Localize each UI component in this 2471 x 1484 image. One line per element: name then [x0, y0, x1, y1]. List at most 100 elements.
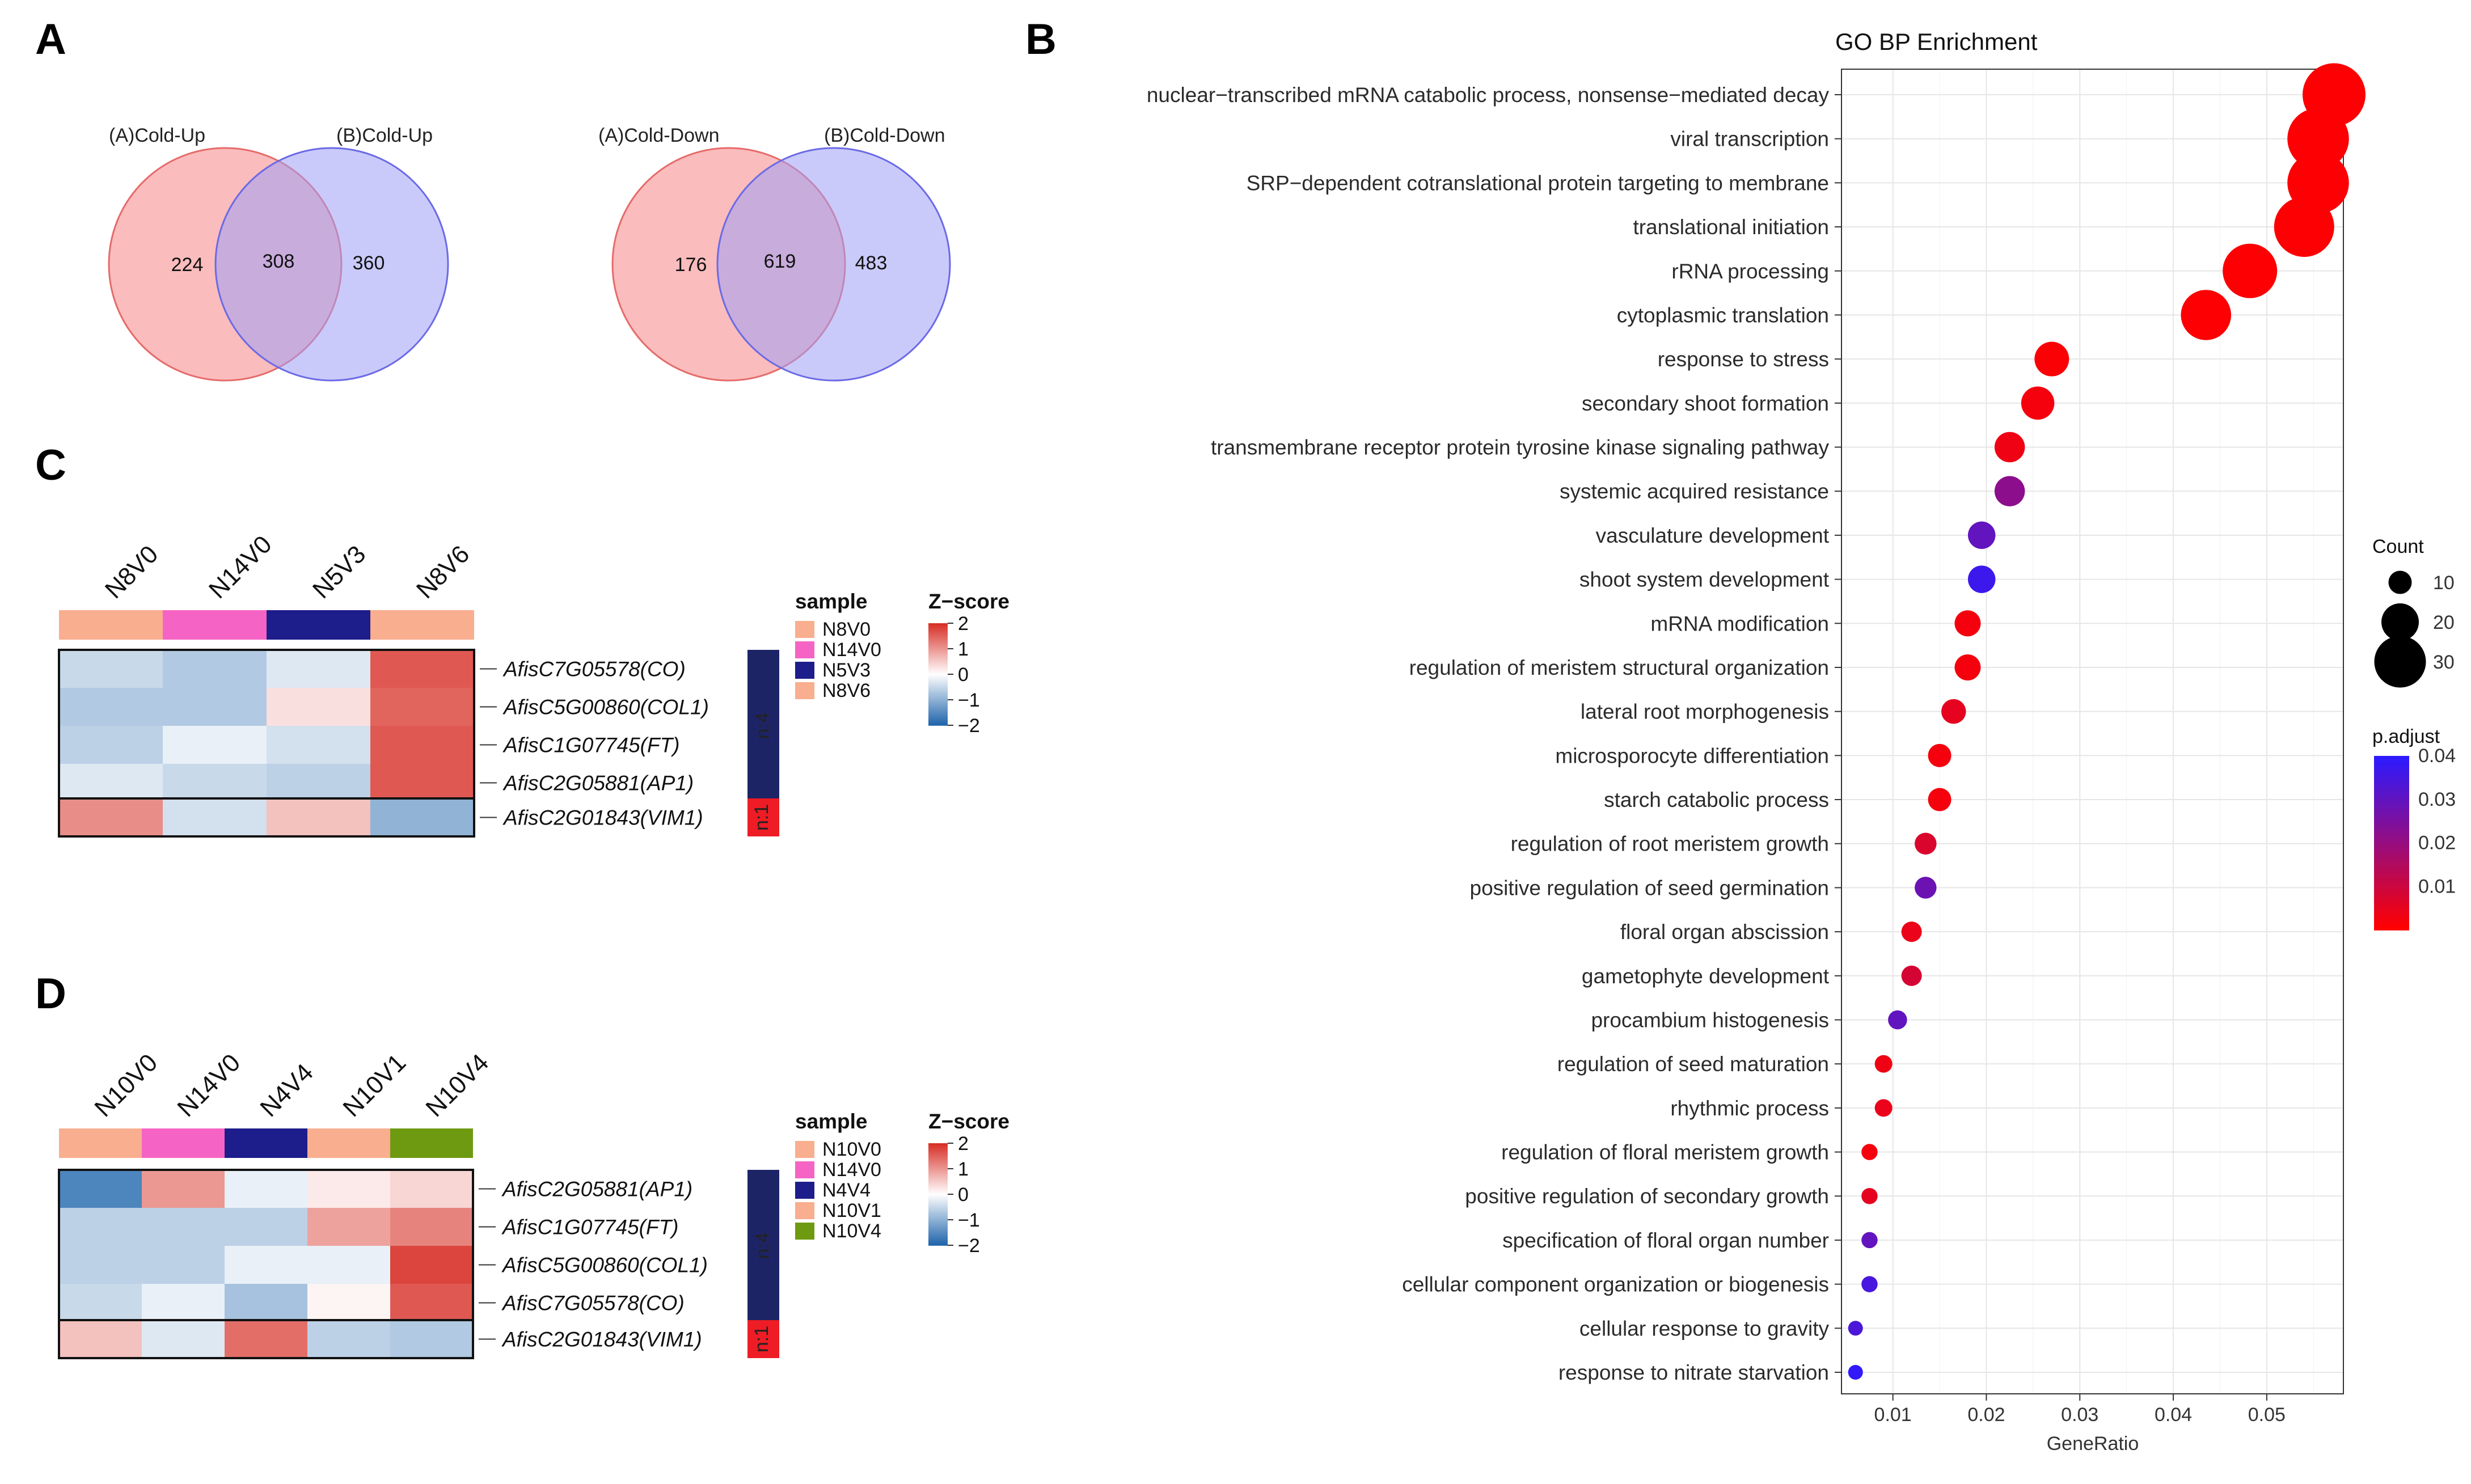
zscore-legend-step — [928, 671, 948, 673]
padjust-legend-step — [2374, 817, 2409, 821]
heatmap-cluster-label: n:4 — [752, 1232, 774, 1259]
heatmap-legend-swatch — [795, 1223, 814, 1240]
zscore-legend-step — [928, 1143, 948, 1145]
dotplot-point — [2287, 108, 2349, 170]
zscore-legend-title: Z−score — [928, 1110, 1009, 1133]
heatmap-legend-label: N14V0 — [822, 639, 881, 661]
padjust-legend-step — [2374, 892, 2409, 896]
zscore-legend-step — [928, 1172, 948, 1174]
padjust-legend-step — [2374, 872, 2409, 876]
zscore-legend-step — [928, 1238, 948, 1241]
zscore-legend-label: −2 — [958, 1235, 980, 1257]
padjust-legend-step — [2374, 814, 2409, 818]
dotplot-category-label: translational initiation — [1633, 215, 1829, 239]
dotplot-category-label: regulation of seed maturation — [1557, 1052, 1829, 1076]
zscore-legend-step — [928, 703, 948, 705]
heatmap-cluster-label: n:4 — [752, 712, 774, 739]
dotplot-xtick-label: 0.03 — [2061, 1404, 2098, 1426]
heatmap-legend-title: sample — [795, 1110, 868, 1133]
heatmap-cell — [390, 1170, 473, 1208]
zscore-legend-step — [928, 1150, 948, 1152]
zscore-legend-step — [928, 1191, 948, 1193]
venn-up-only-a: 224 — [171, 254, 204, 276]
padjust-legend-step — [2374, 900, 2409, 904]
zscore-legend-step — [928, 627, 948, 629]
heatmap-row-label: AfisC7G05578(CO) — [501, 1292, 685, 1315]
padjust-legend-step — [2374, 782, 2409, 785]
padjust-legend-step — [2374, 874, 2409, 878]
heatmap-legend-label: N8V0 — [822, 619, 871, 640]
zscore-legend-step — [928, 712, 948, 714]
zscore-legend-step — [928, 1160, 948, 1162]
heatmap-cell — [390, 1284, 473, 1322]
padjust-legend-step — [2374, 877, 2409, 881]
zscore-legend-step — [928, 688, 948, 690]
zscore-legend-label: 1 — [958, 639, 969, 660]
zscore-legend-step — [928, 690, 948, 692]
venn-up-label-a: (A)Cold-Up — [109, 125, 205, 146]
padjust-legend-step — [2374, 848, 2409, 852]
dotplot-point — [1874, 1099, 1893, 1117]
zscore-legend-step — [928, 1181, 948, 1183]
heatmap-cell — [59, 1208, 142, 1246]
padjust-legend-step — [2374, 822, 2409, 826]
padjust-legend-step — [2374, 799, 2409, 803]
heatmap-cell — [163, 764, 267, 802]
padjust-legend-step — [2374, 869, 2409, 873]
zscore-legend-step — [928, 1232, 948, 1234]
heatmap-annotation-cell — [370, 610, 474, 640]
heatmap-cell — [59, 1170, 142, 1208]
heatmap-cell — [390, 1208, 473, 1246]
zscore-legend-step — [928, 713, 948, 716]
padjust-legend-step — [2374, 860, 2409, 864]
dotplot-category-label: response to nitrate starvation — [1558, 1361, 1829, 1384]
heatmap-cell — [142, 1170, 225, 1208]
dotplot-point — [1874, 1055, 1893, 1073]
heatmap-block-border — [58, 1319, 474, 1359]
heatmap-annotation-cell — [225, 1128, 307, 1158]
zscore-legend-step — [928, 1242, 948, 1244]
dotplot-point — [1861, 1276, 1878, 1292]
heatmap-legend-label: N10V1 — [822, 1200, 881, 1221]
zscore-legend-step — [928, 1201, 948, 1203]
padjust-legend-step — [2374, 788, 2409, 792]
zscore-legend-step — [928, 1159, 948, 1161]
dotplot-point — [1967, 565, 1996, 593]
heatmap-cell — [225, 1246, 307, 1284]
dotplot-point — [1928, 788, 1952, 811]
dotplot-point — [1954, 654, 1981, 680]
zscore-legend-step — [928, 1177, 948, 1179]
dotplot-category-label: floral organ abscission — [1620, 920, 1829, 944]
heatmap-cell — [142, 1208, 225, 1246]
padjust-legend-step — [2374, 851, 2409, 855]
zscore-legend-label: 0 — [958, 664, 969, 686]
zscore-legend-step — [928, 1213, 948, 1215]
zscore-legend-step — [928, 649, 948, 651]
venn-up-both: 308 — [263, 251, 295, 272]
zscore-legend-step — [928, 681, 948, 683]
dotplot-point — [1954, 610, 1981, 637]
dotplot-category-label: secondary shoot formation — [1582, 392, 1829, 415]
padjust-legend-step — [2374, 889, 2409, 893]
zscore-legend-step — [928, 698, 948, 700]
heatmap-cell — [267, 650, 370, 688]
zscore-legend-step — [928, 667, 948, 670]
dotplot-category-label: starch catabolic process — [1604, 788, 1829, 811]
venn-up: (A)Cold-Up (B)Cold-Up 224 308 360 — [108, 125, 449, 382]
dotplot-category-label: cellular component organization or bioge… — [1402, 1273, 1829, 1296]
heatmap-row-label: AfisC7G05578(CO) — [502, 658, 686, 681]
dotplot-point — [2181, 290, 2231, 340]
heatmap-annotation-cell — [59, 610, 163, 640]
dotplot-category-label: positive regulation of secondary growth — [1465, 1185, 1829, 1208]
zscore-legend-step — [928, 661, 948, 663]
zscore-legend-step — [928, 676, 948, 678]
heatmap-cell — [307, 1208, 390, 1246]
zscore-legend-step — [928, 652, 948, 654]
padjust-legend-step — [2374, 828, 2409, 832]
heatmap-column-label: N10V0 — [89, 1048, 163, 1122]
zscore-legend-step — [928, 1148, 948, 1151]
zscore-legend-step — [928, 1165, 948, 1168]
padjust-legend-step — [2374, 796, 2409, 800]
padjust-legend-step — [2374, 866, 2409, 870]
padjust-legend-step — [2374, 854, 2409, 858]
